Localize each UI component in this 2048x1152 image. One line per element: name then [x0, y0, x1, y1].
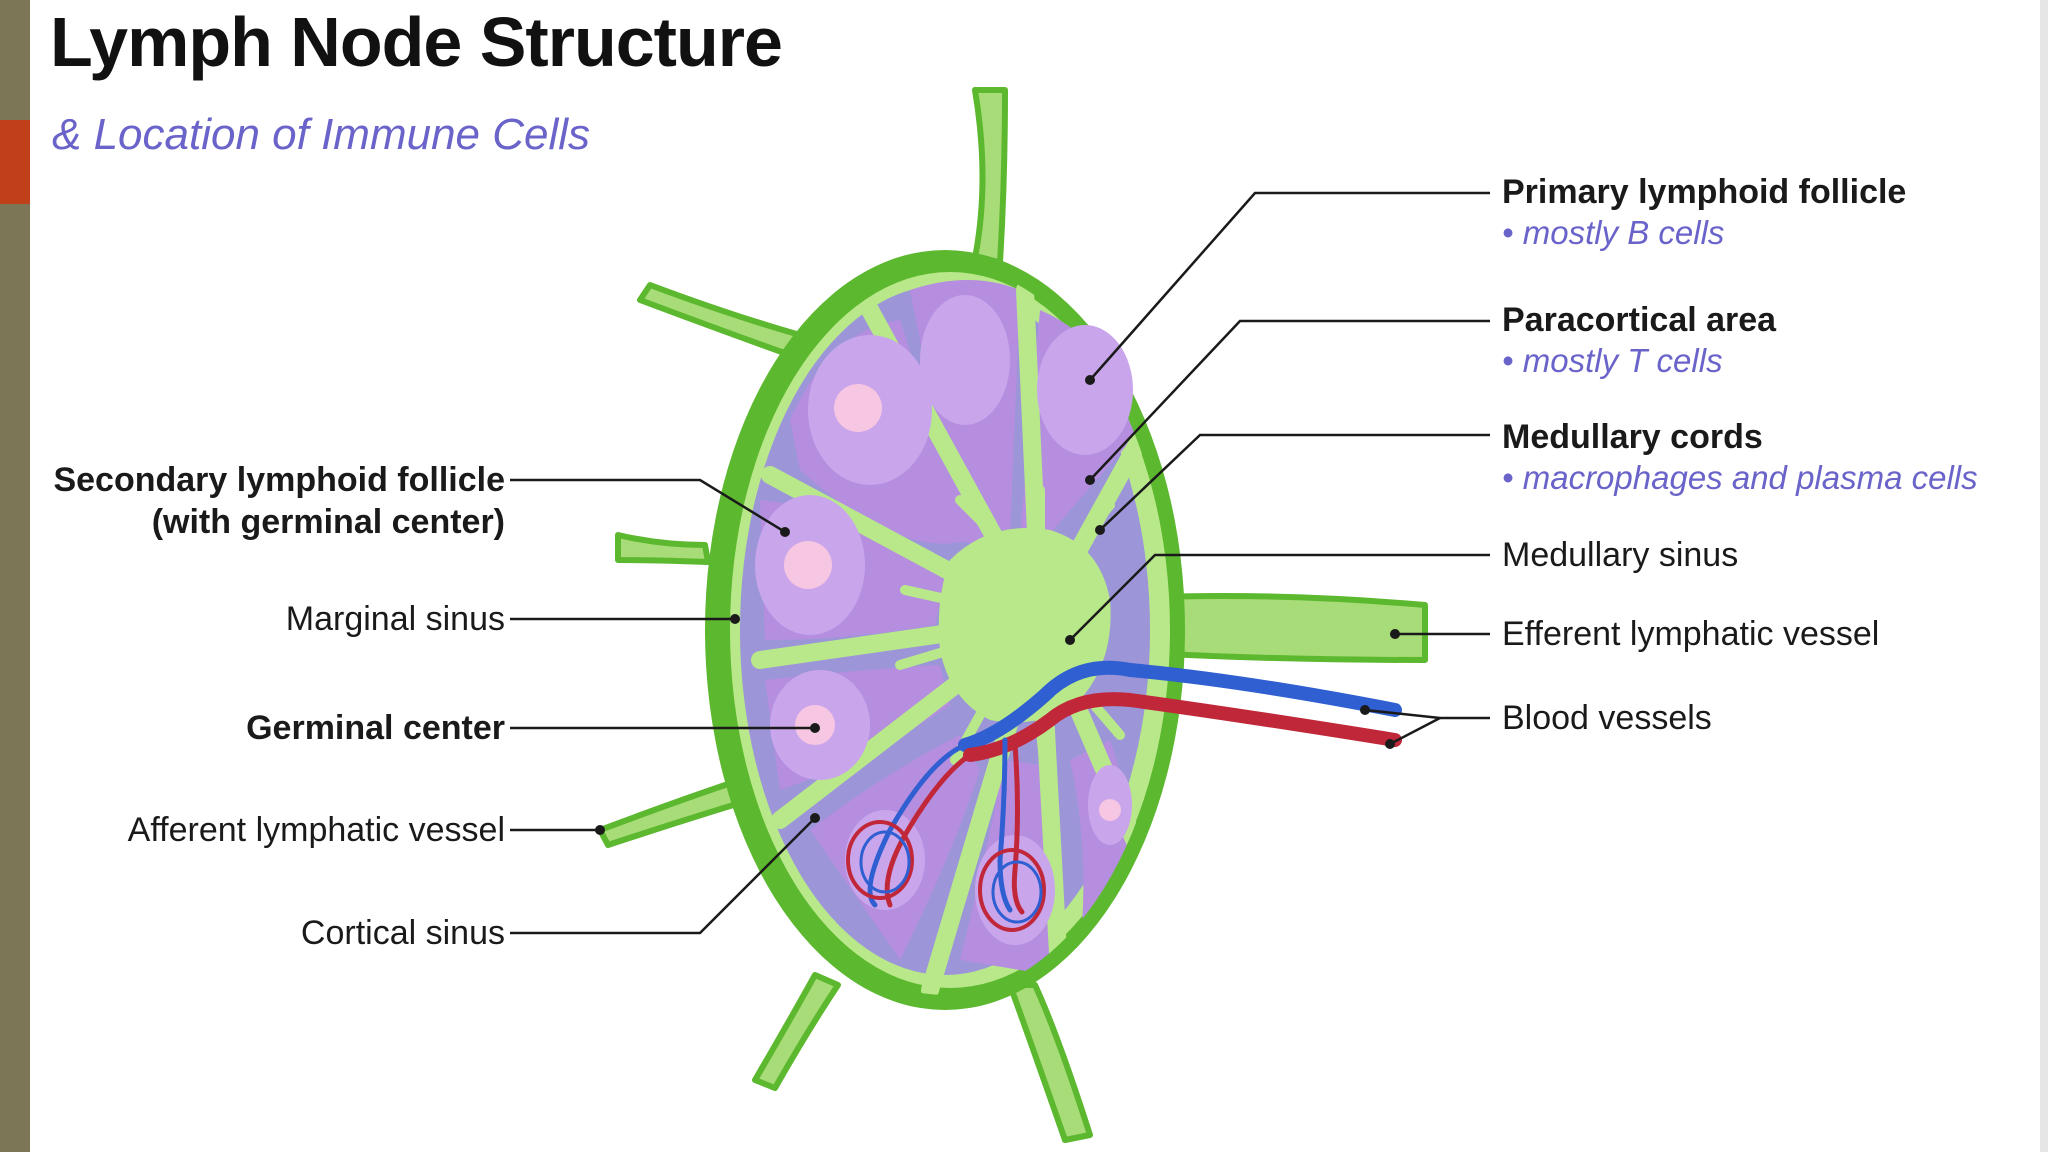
label-marginal-sinus: Marginal sinus — [285, 600, 505, 638]
label-medullary-cords-note: • macrophages and plasma cells — [1502, 459, 1978, 496]
label-primary-follicle-note: • mostly B cells — [1502, 214, 1725, 251]
afferent-vessel-left-low — [597, 777, 753, 848]
label-primary-follicle: Primary lymphoid follicle — [1502, 173, 1907, 211]
label-paracortical: Paracortical area — [1502, 301, 1777, 339]
afferent-vessel-top — [972, 87, 1008, 265]
label-secondary-follicle: Secondary lymphoid follicle — [53, 461, 505, 499]
label-afferent-vessel: Afferent lymphatic vessel — [127, 811, 505, 849]
label-secondary-follicle-sub: (with germinal center) — [151, 503, 505, 541]
label-germinal-center: Germinal center — [246, 709, 505, 747]
page-subtitle: & Location of Immune Cells — [52, 110, 591, 159]
afferent-vessel-bottom-left — [752, 972, 841, 1091]
leader-dots — [595, 375, 1400, 835]
blood-vessels — [846, 660, 1402, 932]
slide-frame-right — [2040, 0, 2048, 1152]
germinal-center-2 — [784, 541, 832, 589]
label-medullary-sinus: Medullary sinus — [1502, 536, 1739, 574]
slide-frame-accent — [0, 120, 30, 204]
germinal-center-1 — [834, 384, 882, 432]
leader-lines — [510, 191, 1490, 935]
page-title: Lymph Node Structure — [50, 3, 783, 81]
label-efferent-vessel: Efferent lymphatic vessel — [1502, 615, 1880, 653]
artery — [963, 692, 1402, 762]
afferent-vessel-upper-left — [637, 282, 803, 358]
label-paracortical-note: • mostly T cells — [1502, 342, 1723, 379]
vein — [958, 660, 1402, 752]
label-cortical-sinus: Cortical sinus — [300, 914, 505, 952]
afferent-vessel-left-mid — [615, 532, 711, 565]
label-blood-vessels: Blood vessels — [1502, 699, 1712, 737]
label-medullary-cords: Medullary cords — [1502, 418, 1763, 456]
afferent-vessel-bottom — [1007, 982, 1093, 1143]
